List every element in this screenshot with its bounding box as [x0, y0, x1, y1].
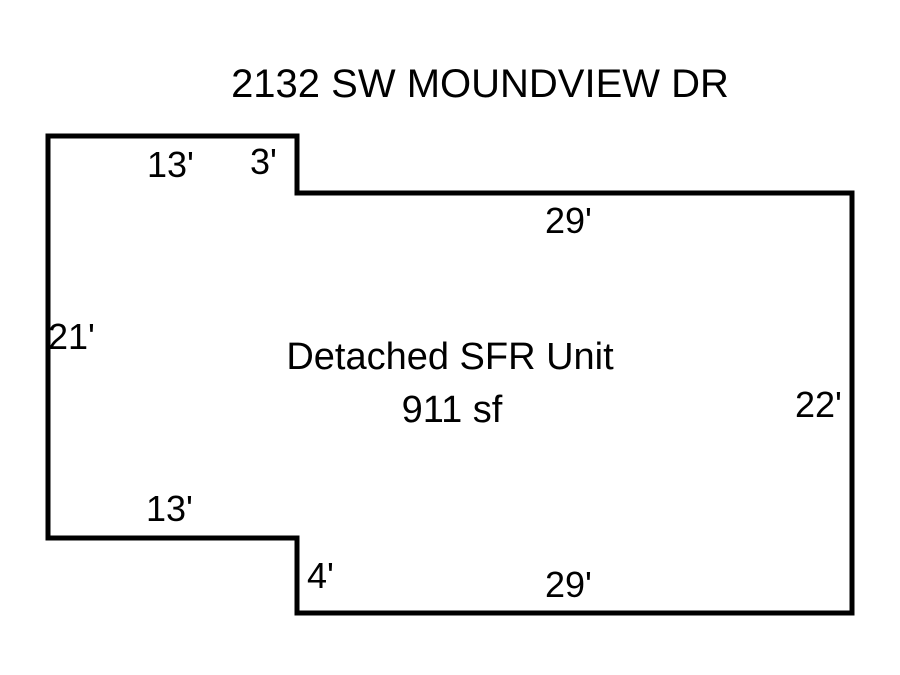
dimension-right: 22'	[795, 384, 842, 425]
dimension-top-left: 13'	[147, 144, 194, 185]
dimension-left: 21'	[48, 316, 95, 357]
dimension-bottom-right: 29'	[545, 564, 592, 605]
unit-area: 911 sf	[402, 389, 503, 431]
address-title: 2132 SW MOUNDVIEW DR	[231, 62, 729, 106]
unit-label: Detached SFR Unit	[286, 336, 614, 378]
dimension-bottom-step: 4'	[307, 555, 334, 596]
dimension-top-right: 29'	[545, 200, 592, 241]
dimension-bottom-left: 13'	[146, 488, 193, 529]
building-outline	[45, 133, 855, 616]
dimension-top-step: 3'	[250, 141, 277, 182]
